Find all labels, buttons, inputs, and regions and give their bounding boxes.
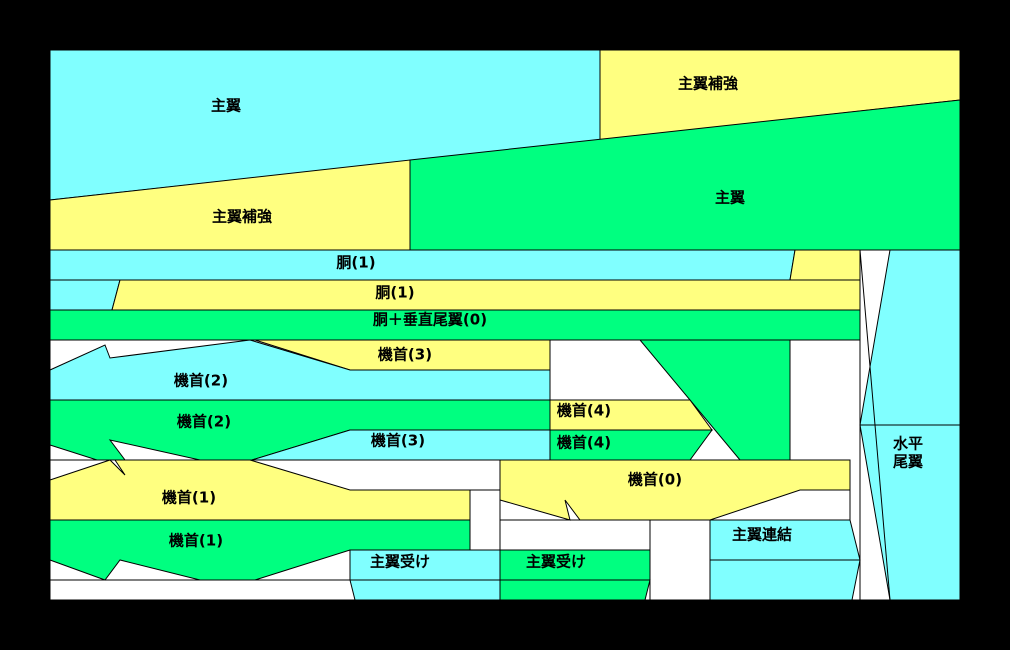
wing-mount-piece-a-lower [349, 579, 501, 601]
horizontal-tail-lower [859, 424, 961, 601]
label-main-wing-reinforce-b: 主翼補強 [212, 208, 272, 226]
label-nose-3b: 機首(3) [371, 432, 425, 450]
label-horizontal-tail-line2: 尾翼 [893, 453, 923, 471]
wing-mount-piece-b-lower [499, 579, 651, 601]
label-nose-4a: 機首(4) [557, 402, 611, 420]
label-main-wing-a: 主翼 [211, 97, 241, 115]
fuselage-filler-yellow [789, 249, 861, 281]
label-wing-mount-a: 主翼受け [370, 553, 430, 571]
label-nose-4b: 機首(4) [557, 434, 611, 452]
cut-lines [50, 249, 891, 601]
label-nose-0: 機首(0) [628, 471, 682, 489]
label-nose-1b: 機首(1) [169, 532, 223, 550]
label-fuselage-1a: 胴(1) [336, 254, 375, 272]
label-main-wing-reinforce-a: 主翼補強 [678, 75, 738, 93]
wing-joint-lower [709, 559, 861, 601]
fuselage-filler-cyan [49, 279, 121, 311]
label-fuselage-vertical-tail: 胴＋垂直尾翼(0) [373, 311, 487, 329]
label-nose-3a: 機首(3) [378, 346, 432, 364]
label-nose-2b: 機首(2) [177, 413, 231, 431]
fuselage-piece-1a [49, 249, 796, 281]
label-main-wing-b: 主翼 [715, 189, 745, 207]
label-fuselage-1b: 胴(1) [375, 284, 414, 302]
label-wing-joint: 主翼連結 [732, 526, 792, 544]
label-horizontal-tail-line1: 水平 [893, 435, 923, 453]
fuselage-piece-1b [111, 279, 861, 311]
label-nose-1a: 機首(1) [162, 489, 216, 507]
label-wing-mount-b: 主翼受け [526, 553, 586, 571]
label-nose-2a: 機首(2) [174, 372, 228, 390]
